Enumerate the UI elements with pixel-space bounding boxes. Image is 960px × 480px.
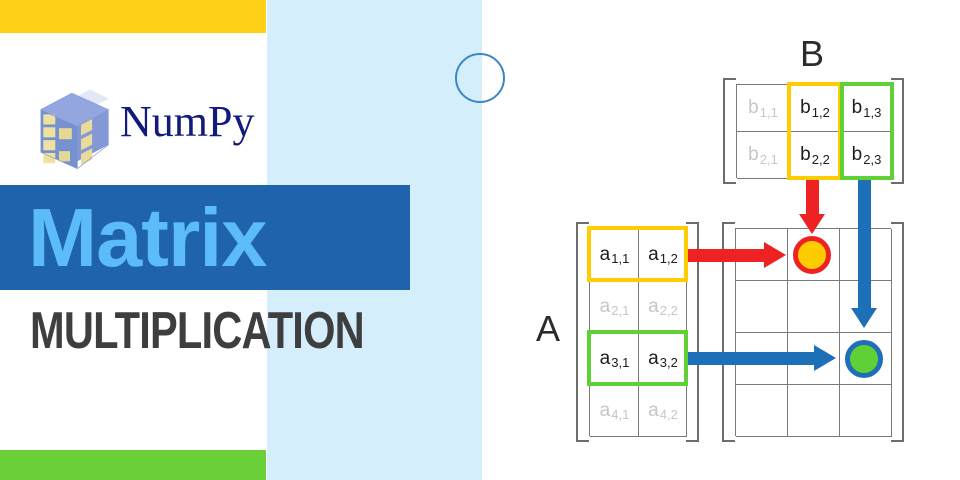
matrix-c-cell-2-1 — [736, 281, 788, 333]
matrix-b-bracket-left — [723, 78, 736, 184]
page-subtitle: MULTIPLICATION — [30, 302, 365, 360]
top-yellow-bar — [0, 0, 266, 33]
matrix-c-cell-4-3 — [840, 385, 892, 437]
matrix-a-bracket-right — [686, 222, 699, 442]
matrix-c-cell-3-2 — [788, 333, 840, 385]
matrix-c-cell-4-1 — [736, 385, 788, 437]
matrix-a-bracket-left — [576, 222, 589, 442]
matrix-c-bracket-left — [722, 222, 735, 442]
matrix-c-cell-1-2 — [788, 229, 840, 281]
matrix-c-bracket-right — [891, 222, 904, 442]
result-dot-green — [845, 340, 883, 378]
decorative-circle-outline — [455, 53, 505, 103]
title-band: Matrix — [0, 185, 410, 290]
matrix-a-label: A — [536, 308, 561, 349]
matrix-b-bracket-right — [891, 78, 904, 184]
numpy-branding: NumPy — [24, 84, 254, 176]
matrix-b-label: B — [800, 33, 825, 74]
page-title: Matrix — [28, 191, 267, 284]
matrix-c-cell-2-3 — [840, 281, 892, 333]
matrix-c-cell-1-1 — [736, 229, 788, 281]
matrix-c-cell-2-2 — [788, 281, 840, 333]
numpy-cube-icon — [40, 89, 110, 170]
result-dot-yellow — [793, 236, 831, 274]
bottom-green-bar — [0, 450, 266, 480]
matrix-c-cell-3-3 — [840, 333, 892, 385]
matrix-c-cell-4-2 — [788, 385, 840, 437]
numpy-wordmark: NumPy — [120, 97, 255, 146]
